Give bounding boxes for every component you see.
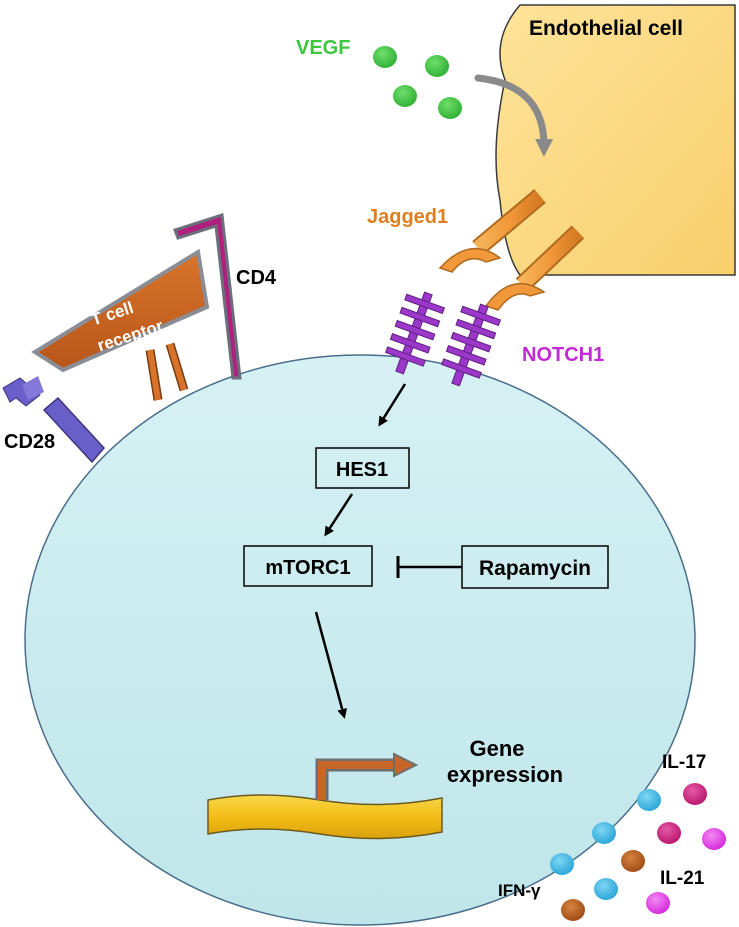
mtorc1-to-gene-arrow: [314, 611, 348, 719]
notch1-receptor: [384, 291, 446, 375]
hes1-label: HES1: [336, 459, 388, 481]
jagged1-label: Jagged1: [367, 206, 448, 228]
cd28-label: CD28: [4, 431, 55, 453]
cd4-receptor: [173, 213, 242, 380]
hes1-box: [315, 447, 410, 489]
il21-molecule: [621, 850, 645, 872]
t-cell-receptor: [31, 248, 210, 401]
jagged1-ligand: [484, 225, 585, 311]
rapamycin-box: [461, 545, 609, 589]
ifng-molecule: [550, 853, 574, 875]
vegf-molecule: [373, 46, 397, 68]
endothelial-cell: [495, 4, 736, 276]
mtorc1-box: [243, 545, 373, 587]
ifng-molecule: [594, 878, 618, 900]
jagged1-ligand: [438, 189, 546, 273]
vegf-molecule: [438, 97, 462, 119]
ifng-molecule: [637, 789, 661, 811]
gene-expression-label-line1: Gene: [469, 736, 524, 761]
vegf-molecule: [393, 85, 417, 107]
notch1-label: NOTCH1: [522, 344, 604, 366]
ifng-label: IFN-γ: [498, 881, 541, 900]
vegf-label: VEGF: [296, 37, 350, 59]
il21-molecule: [561, 899, 585, 921]
t-cell-body: [24, 354, 696, 926]
il17-label: IL-17: [662, 752, 706, 773]
rapamycin-label: Rapamycin: [479, 557, 591, 580]
cytokine-molecule: [702, 828, 726, 850]
transcription-start-arrow: [315, 752, 419, 800]
endothelial-cell-label: Endothelial cell: [529, 17, 683, 40]
gene-dna-bar: [207, 794, 443, 840]
vegf-induction-arrow: [474, 74, 554, 157]
ifng-molecule: [592, 822, 616, 844]
il17-molecule: [683, 783, 707, 805]
notch-to-hes1-arrow: [378, 383, 407, 427]
il17-molecule: [657, 822, 681, 844]
cytokine-molecule: [646, 892, 670, 914]
cd4-label: CD4: [236, 267, 277, 289]
mtorc1-label: mTORC1: [265, 557, 350, 579]
il21-label: IL-21: [660, 868, 705, 889]
cd28-receptor: [2, 376, 106, 464]
vegf-molecule: [425, 55, 449, 77]
notch1-receptor: [440, 303, 502, 387]
rapamycin-inhibition: [396, 556, 462, 578]
gene-expression-label-line2: expression: [447, 762, 563, 787]
hes1-to-mtorc1-arrow: [324, 493, 354, 537]
